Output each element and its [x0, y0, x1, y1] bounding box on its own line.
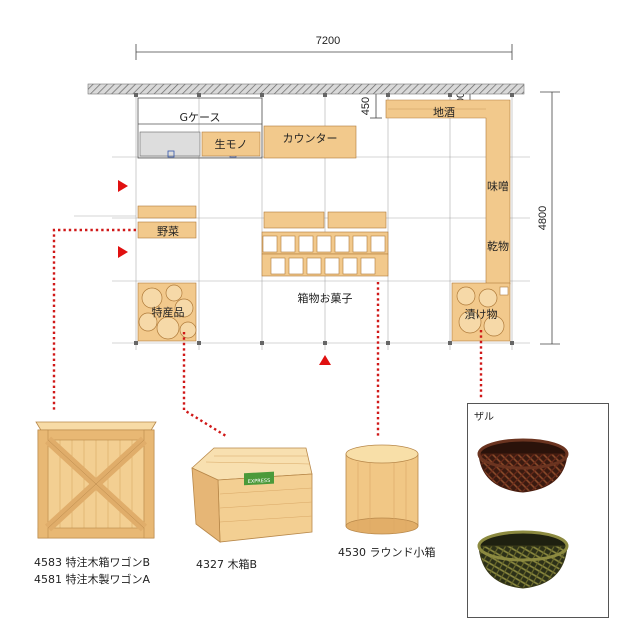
yasai-label: 野菜: [157, 225, 179, 238]
leader-lines: [52, 228, 483, 438]
zaru-basket-top: [477, 438, 569, 493]
entrance-arrow-bottom: [319, 355, 331, 365]
dimension-top: 7200: [135, 35, 513, 60]
entrance-arrow-left-mid: [118, 246, 128, 258]
g-case-label: Gケース: [180, 111, 221, 124]
dim-450-label: 450: [360, 97, 372, 115]
column-markers: [134, 93, 514, 345]
entrance-arrow-left-top: [118, 180, 128, 192]
tokusan-label: 特産品: [152, 305, 185, 319]
round-box-caption: 4530 ラウンド小箱: [338, 546, 436, 559]
width-dimension-label: 7200: [316, 35, 340, 47]
counter-zone: カウンター: [263, 125, 357, 159]
back-wall: [87, 83, 525, 95]
namamono-label: 生モノ: [215, 137, 248, 151]
g-case-zone: Gケース: [137, 97, 263, 159]
box-b-caption: 4327 木箱B: [196, 558, 258, 571]
dimension-right: 4800: [537, 91, 560, 345]
counter-label: カウンター: [283, 132, 338, 145]
wagon-caption-line2: 4581 特注木製ワゴンA: [34, 573, 151, 586]
dimension-450: 450: [360, 92, 382, 119]
express-tag: EXPRESS: [248, 478, 271, 485]
wooden-box-b-illustration: EXPRESS: [191, 447, 313, 543]
kanbutsu-label: 乾物: [487, 239, 509, 253]
wooden-wagon-illustration: [35, 421, 157, 539]
jizake-label: 地酒: [433, 106, 455, 119]
miso-label: 味噌: [487, 180, 509, 193]
yasai-zone: 野菜: [137, 205, 197, 239]
leader-wagon: [52, 228, 136, 410]
leader-box-b: [182, 332, 227, 438]
tsukemono-label: 漬け物: [465, 307, 498, 321]
height-dimension-label: 4800: [537, 206, 549, 230]
namamono-zone: 生モノ: [201, 131, 261, 157]
wagon-caption-line1: 4583 特注木箱ワゴンB: [34, 556, 151, 569]
jizake-shelf: 地酒 味噌 乾物: [385, 99, 511, 285]
hakomono-zone: 箱物お菓子: [261, 211, 389, 305]
wagon-caption: 4583 特注木箱ワゴンB 4581 特注木製ワゴンA: [34, 554, 150, 588]
round-box-illustration: [345, 444, 419, 535]
zaru-basket-bottom: [477, 530, 569, 589]
hakomono-label: 箱物お菓子: [298, 291, 353, 305]
tokusan-zone: 特産品: [137, 282, 197, 342]
